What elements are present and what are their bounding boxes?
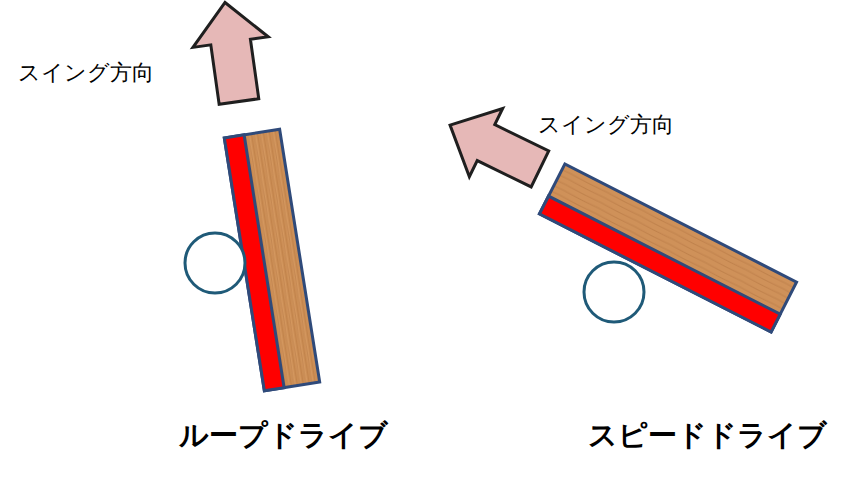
ball — [584, 262, 644, 322]
caption-label: スピードドライブ — [588, 418, 827, 453]
racket — [539, 164, 796, 332]
direction-label: スイング方向 — [18, 60, 154, 86]
caption-label: ループドライブ — [179, 418, 388, 453]
swing-arrow — [187, 0, 276, 107]
direction-label: スイング方向 — [538, 112, 674, 138]
ball — [185, 233, 245, 293]
swing-arrow — [433, 91, 556, 203]
